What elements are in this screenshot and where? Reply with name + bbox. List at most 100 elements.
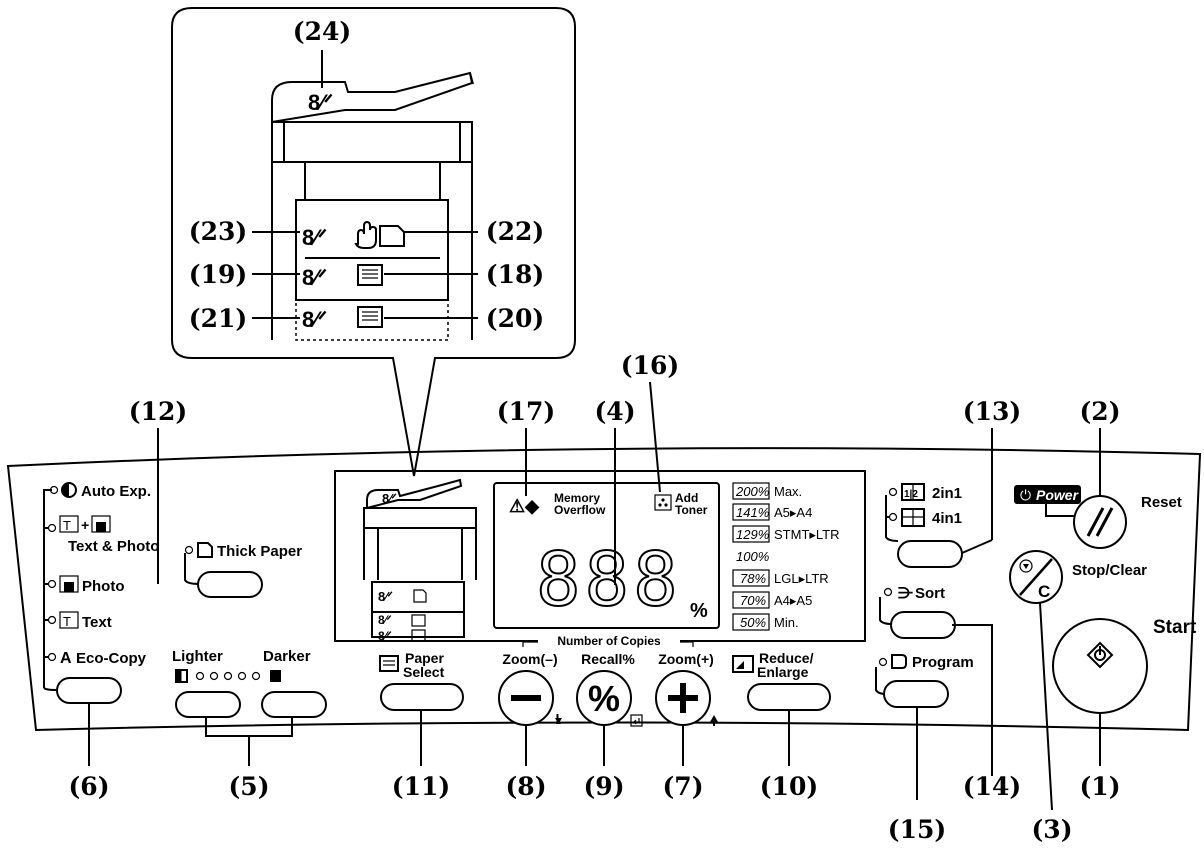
callout-2: (2) <box>1079 397 1120 426</box>
svg-text:T: T <box>63 518 71 533</box>
led-indicator <box>888 512 898 522</box>
recall-label: Recall% <box>581 651 635 667</box>
recall-group: Recall% % <box>576 651 643 727</box>
thick-paper-label: Thick Paper <box>217 543 302 560</box>
sort-icon: ⋺ <box>898 585 913 602</box>
start-icon <box>1086 641 1114 669</box>
start-group: Start <box>1052 617 1197 766</box>
paper-select-group: Paper Select <box>379 650 464 711</box>
two-in-one-label: 2in1 <box>932 485 962 502</box>
two-in-one-glyph: 1|2 <box>904 489 918 500</box>
add-toner-label-2: Toner <box>675 503 708 517</box>
ratio-desc: A4▸A5 <box>774 593 812 608</box>
paper-select-icon <box>379 655 399 672</box>
photo-icon <box>59 575 79 593</box>
ratio-desc: STMT▸LTR <box>774 527 840 542</box>
ratio-pct: 70% <box>740 593 766 608</box>
callout-12: (12) <box>129 397 187 426</box>
svg-text:T: T <box>63 614 71 629</box>
callout-23: (23) <box>189 217 247 246</box>
callout-13: (13) <box>963 397 1021 426</box>
copier-outline-small: 8⁄ᐟ 8⁄ᐟ 8⁄ᐟ 8⁄ᐟ <box>363 478 477 643</box>
number-of-copies-label: Number of Copies <box>557 634 661 648</box>
led-indicator <box>47 615 57 625</box>
callout-3: (3) <box>1031 815 1072 844</box>
zoom-plus-group: Zoom(+) <box>655 651 718 726</box>
copy-count-lcd: ⚠◆ Memory Overflow Add Toner 888 % <box>493 482 720 629</box>
svg-text:8⁄ᐟ: 8⁄ᐟ <box>382 491 397 506</box>
text-label: Text <box>82 614 112 631</box>
paper-select-button[interactable] <box>380 683 464 711</box>
reduce-enlarge-button[interactable] <box>747 683 831 711</box>
ratio-pct: 129% <box>736 527 769 542</box>
power-label: Power <box>1036 487 1080 503</box>
copy-count-digits: 888 <box>536 537 682 623</box>
reduce-enlarge-group: Reduce/ Enlarge <box>732 650 831 711</box>
zoom-minus-group: Zoom(–) <box>498 651 562 726</box>
ratio-pct: 50% <box>740 615 766 630</box>
memory-overflow-icon: ⚠◆ <box>509 496 540 516</box>
ratio-desc: A5▸A4 <box>774 505 812 520</box>
paper-tray-icon <box>357 264 383 286</box>
misfeed-icon: 8⁄ᐟ <box>378 629 392 643</box>
paper-tray-icon <box>357 306 383 328</box>
density-group: Lighter Darker <box>172 648 327 766</box>
misfeed-icon: 8⁄ᐟ <box>302 307 327 332</box>
memory-overflow-label-1: Memory <box>554 491 600 505</box>
thick-paper-button[interactable] <box>197 571 263 598</box>
program-button[interactable] <box>883 680 949 708</box>
text-mode-icon: T <box>59 611 79 629</box>
paper-select-label-1: Paper <box>405 650 444 666</box>
bypass-tray-hand-icon <box>354 220 405 249</box>
misfeed-icon: 8⁄ᐟ <box>308 90 333 115</box>
reduce-enlarge-icon <box>732 655 754 673</box>
stop-clear-label: Stop/Clear <box>1072 562 1147 579</box>
misfeed-icon: 8⁄ᐟ <box>378 613 392 627</box>
callout-6: (6) <box>68 772 109 801</box>
ratio-list: 200% Max. 141% A5▸A4 129% STMT▸LTR 100% … <box>732 482 840 631</box>
misfeed-icon: 8⁄ᐟ <box>378 589 393 604</box>
photo-label: Photo <box>82 578 125 595</box>
callout-7: (7) <box>662 772 703 801</box>
combine-button[interactable] <box>897 540 963 568</box>
thick-paper-icon <box>197 542 213 558</box>
ratio-pct: 100% <box>736 549 769 564</box>
magnified-indicator-bubble: 8⁄ᐟ 8⁄ᐟ 8⁄ᐟ 8⁄ᐟ (24) (23) <box>171 7 576 477</box>
callout-14: (14) <box>963 772 1021 801</box>
reduce-enlarge-label-2: Enlarge <box>757 664 809 680</box>
callout-16: (16) <box>621 351 679 380</box>
lighter-button[interactable] <box>175 691 241 718</box>
callout-5: (5) <box>228 772 269 801</box>
callout-4: (4) <box>594 397 635 426</box>
memory-overflow-label-2: Overflow <box>554 503 606 517</box>
stop-clear-group: C Stop/Clear <box>1009 550 1147 811</box>
callout-17: (17) <box>497 397 555 426</box>
exposure-mode-button[interactable] <box>56 677 122 704</box>
darker-button[interactable] <box>261 691 327 718</box>
density-led <box>195 671 205 681</box>
led-indicator <box>49 485 59 495</box>
auto-exp-label: Auto Exp. <box>81 483 151 500</box>
ratio-desc: Max. <box>774 484 802 499</box>
callout-1: (1) <box>1079 772 1120 801</box>
darker-label: Darker <box>263 648 311 665</box>
four-in-one-label: 4in1 <box>932 510 962 527</box>
led-indicator <box>47 652 57 662</box>
reset-label: Reset <box>1141 494 1182 511</box>
reset-button[interactable] <box>1073 495 1127 549</box>
minus-icon <box>511 695 541 701</box>
callout-9: (9) <box>583 772 624 801</box>
eco-copy-icon: A <box>60 650 72 667</box>
program-icon <box>891 654 907 669</box>
indicator-panel: 8⁄ᐟ 8⁄ᐟ 8⁄ᐟ 8⁄ᐟ ⚠◆ Memory Overflow <box>334 470 866 648</box>
arrow-up-icon <box>710 715 718 722</box>
sort-button[interactable] <box>890 611 956 639</box>
density-led <box>237 671 247 681</box>
sort-group: ⋺ Sort <box>879 585 993 776</box>
program-label: Program <box>912 654 974 671</box>
lighter-label: Lighter <box>172 648 223 665</box>
misfeed-icon: 8⁄ᐟ <box>302 225 327 250</box>
panel-outline <box>6 447 1202 732</box>
percent-icon: % <box>588 678 620 719</box>
